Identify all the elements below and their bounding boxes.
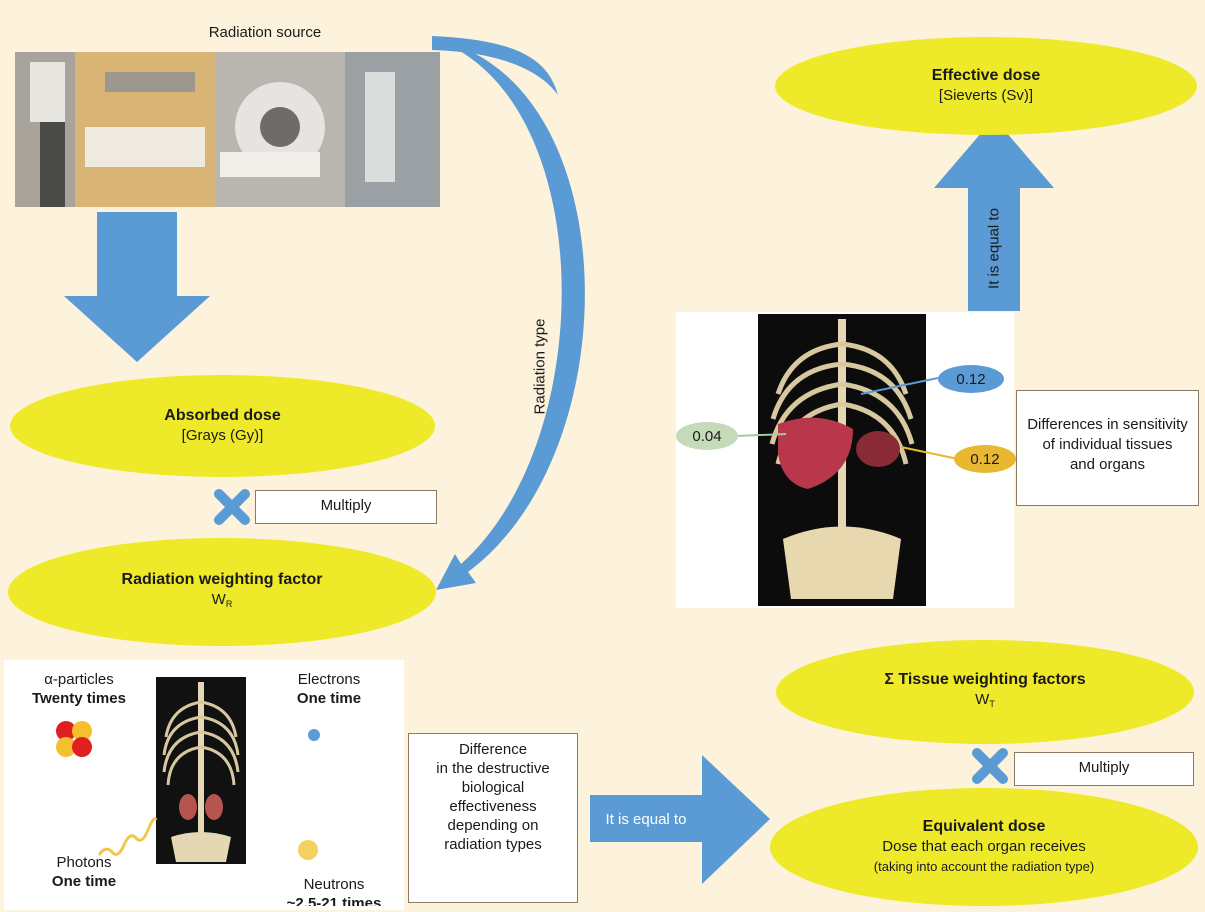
absorbed-dose-unit: [Grays (Gy)] bbox=[181, 427, 264, 444]
torso-photo bbox=[758, 314, 926, 606]
multiply-box-right: Multiply bbox=[1014, 752, 1194, 786]
radiation-weighting-ellipse: Radiation weighting factor WR bbox=[8, 538, 436, 646]
equal-right-arrow bbox=[590, 755, 770, 884]
equal-up-label: It is equal to bbox=[985, 208, 1003, 289]
multiply-label-right: Multiply bbox=[1078, 759, 1130, 776]
equivalent-dose-line1: Dose that each organ receives bbox=[882, 838, 1086, 855]
multiply-x-icon-left bbox=[214, 489, 250, 525]
lung-weight-tag: 0.12 bbox=[938, 365, 1004, 393]
electrons-name: Electrons bbox=[297, 671, 361, 688]
multiply-label-left: Multiply bbox=[320, 497, 372, 514]
tissue-weighting-ellipse: Σ Tissue weighting factors WT bbox=[776, 640, 1194, 744]
radiation-type-label: Radiation type bbox=[531, 318, 549, 415]
radiation-weighting-symbol: WR bbox=[211, 591, 233, 609]
alpha-factor: Twenty times bbox=[32, 690, 126, 707]
equal-arrow-label: It is equal to bbox=[605, 811, 687, 828]
sensitivity-box: Differences in sensitivity of individual… bbox=[1016, 390, 1199, 506]
multiply-box-left: Multiply bbox=[255, 490, 437, 524]
difference-line: Difference bbox=[458, 741, 528, 758]
absorbed-dose-ellipse: Absorbed dose [Grays (Gy)] bbox=[10, 375, 435, 477]
sensitivity-line: Differences in sensitivity bbox=[1027, 416, 1188, 433]
effective-dose-ellipse: Effective dose [Sieverts (Sv)] bbox=[775, 37, 1197, 135]
tissue-weighting-symbol: WT bbox=[975, 691, 995, 709]
stomach-weight-tag: 0.12 bbox=[954, 445, 1016, 473]
skeleton-photo bbox=[156, 677, 246, 864]
alpha-name: α-particles bbox=[44, 671, 114, 688]
alpha-particle-icon bbox=[56, 721, 92, 757]
photon-wave-icon bbox=[97, 817, 158, 856]
alpha-block: α-particles Twenty times bbox=[4, 670, 154, 708]
liver-weight-tag: 0.04 bbox=[676, 422, 738, 450]
sensitivity-line: of individual tissues bbox=[1042, 436, 1173, 453]
effective-dose-unit: [Sieverts (Sv)] bbox=[938, 87, 1034, 104]
difference-line: depending on bbox=[447, 817, 539, 834]
organ-pointer-lines bbox=[735, 377, 959, 460]
torso-panel: 0.12 0.04 0.12 bbox=[676, 312, 1016, 608]
photons-name: Photons bbox=[56, 854, 112, 871]
neutrons-name: Neutrons bbox=[303, 876, 365, 893]
equivalent-dose-line2: (taking into account the radiation type) bbox=[873, 859, 1095, 874]
photons-factor: One time bbox=[51, 873, 117, 890]
sensitivity-line: and organs bbox=[1069, 456, 1146, 473]
tissue-weighting-title: Σ Tissue weighting factors bbox=[884, 671, 1086, 688]
electrons-factor: One time bbox=[296, 690, 362, 707]
neutrons-factor: ~2.5-21 times bbox=[286, 895, 382, 906]
electron-dot-icon bbox=[308, 729, 320, 741]
difference-line: radiation types bbox=[444, 836, 542, 853]
neutron-dot-icon bbox=[298, 840, 318, 860]
difference-line: biological bbox=[461, 779, 525, 796]
particles-panel: α-particles Twenty times Electrons One t… bbox=[4, 660, 404, 910]
neutrons-block: Neutrons ~2.5-21 times bbox=[269, 875, 399, 906]
photons-block: Photons One time bbox=[24, 853, 144, 891]
curved-arrow-head-top bbox=[432, 36, 558, 95]
equipment-photo bbox=[15, 52, 440, 207]
radiation-weighting-title: Radiation weighting factor bbox=[121, 571, 323, 588]
difference-box: Difference in the destructive biological… bbox=[408, 733, 578, 903]
absorbed-dose-title: Absorbed dose bbox=[164, 407, 281, 424]
effective-dose-title: Effective dose bbox=[931, 67, 1041, 84]
down-arrow bbox=[64, 212, 210, 362]
electrons-block: Electrons One time bbox=[274, 670, 384, 708]
multiply-x-icon-right bbox=[972, 748, 1008, 784]
difference-line: effectiveness bbox=[449, 798, 537, 815]
equivalent-dose-title: Equivalent dose bbox=[922, 818, 1046, 835]
radiation-source-title: Radiation source bbox=[208, 24, 322, 41]
equivalent-dose-ellipse: Equivalent dose Dose that each organ rec… bbox=[770, 788, 1198, 906]
difference-line: in the destructive bbox=[436, 760, 550, 777]
up-arrow bbox=[934, 118, 1054, 311]
radiation-type-curved-arrow bbox=[436, 40, 585, 590]
radiation-type-label-wrap: Radiation type bbox=[520, 310, 560, 430]
equal-up-label-wrap: It is equal to bbox=[968, 190, 1020, 310]
